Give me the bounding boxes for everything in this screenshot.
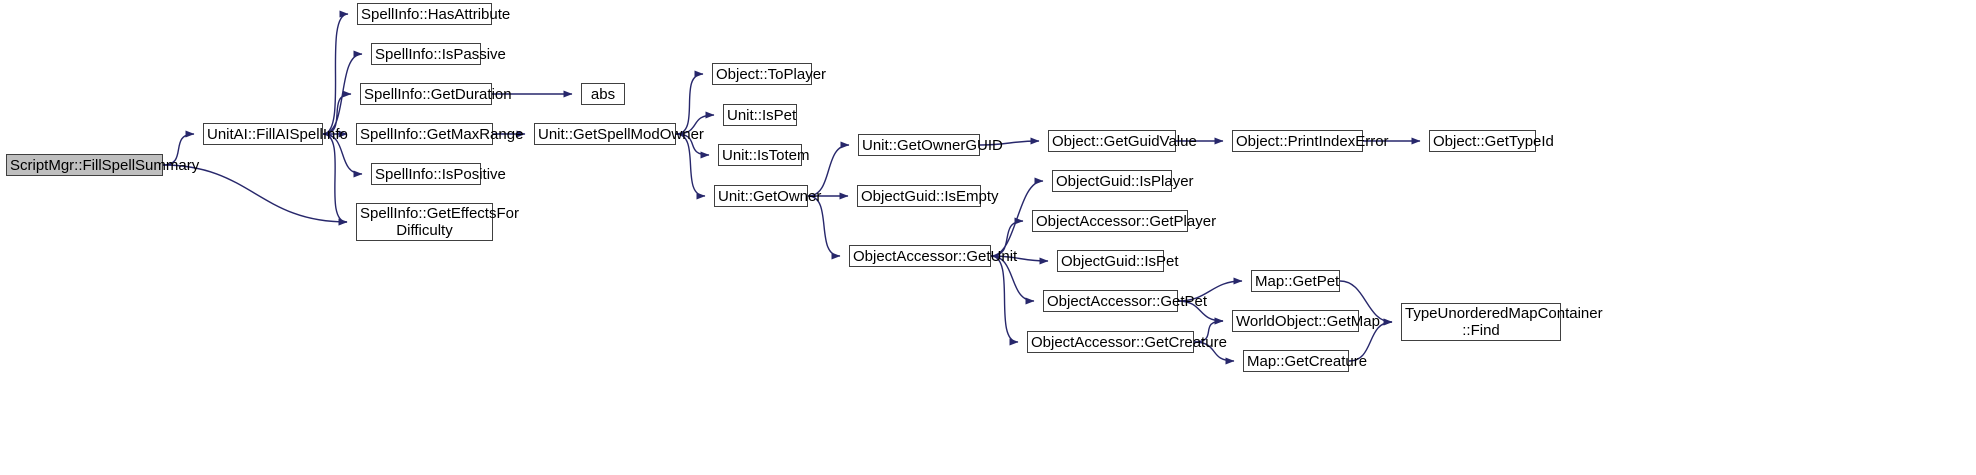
graph-node-label: Map::GetCreature	[1247, 352, 1368, 370]
graph-node-unitai-fillaispellinfo[interactable]: UnitAI::FillAISpellInfo	[203, 123, 348, 145]
graph-node-spellinfo-ispassive[interactable]: SpellInfo::IsPassive	[371, 43, 506, 65]
graph-node-label: Object::GetTypeId	[1433, 132, 1554, 150]
graph-node-objectguid-ispet[interactable]: ObjectGuid::IsPet	[1057, 250, 1179, 272]
graph-node-worldobject-getmap[interactable]: WorldObject::GetMap	[1232, 310, 1380, 332]
graph-node-label: Object::ToPlayer	[716, 65, 827, 83]
graph-node-label: SpellInfo::GetEffectsFor Difficulty	[360, 205, 519, 239]
graph-node-label: ObjectAccessor::GetCreature	[1031, 333, 1227, 351]
graph-edge-n1-to-n7	[322, 133, 348, 226]
graph-node-spellinfo-hasattribute[interactable]: SpellInfo::HasAttribute	[357, 3, 511, 25]
graph-node-spellinfo-geteffectsfor-difficulty[interactable]: SpellInfo::GetEffectsFor Difficulty	[356, 203, 519, 241]
graph-node-objectaccessor-getpet[interactable]: ObjectAccessor::GetPet	[1043, 290, 1208, 312]
graph-node-unit-ispet[interactable]: Unit::IsPet	[723, 104, 797, 126]
graph-node-label: SpellInfo::GetDuration	[364, 85, 512, 103]
graph-node-label: Object::PrintIndexError	[1236, 132, 1389, 150]
graph-node-objectaccessor-getcreature[interactable]: ObjectAccessor::GetCreature	[1027, 331, 1227, 353]
graph-node-label: Unit::GetOwnerGUID	[862, 136, 1003, 154]
graph-node-map-getpet[interactable]: Map::GetPet	[1251, 270, 1340, 292]
graph-edge-n13-to-n16	[807, 195, 841, 260]
graph-node-label: SpellInfo::IsPassive	[375, 45, 506, 63]
graph-node-unit-getspellmodowner[interactable]: Unit::GetSpellModOwner	[534, 123, 704, 145]
graph-node-scriptmgr-fillspellsummary[interactable]: ScriptMgr::FillSpellSummary	[6, 154, 200, 176]
graph-node-label: Map::GetPet	[1255, 272, 1340, 290]
graph-node-label: ObjectGuid::IsPet	[1061, 252, 1179, 270]
graph-node-spellinfo-getduration[interactable]: SpellInfo::GetDuration	[360, 83, 512, 105]
graph-node-label: TypeUnorderedMapContainer ::Find	[1405, 305, 1603, 339]
graph-node-unit-getownerguid[interactable]: Unit::GetOwnerGUID	[858, 134, 1003, 156]
graph-node-label: ObjectAccessor::GetPlayer	[1036, 212, 1217, 230]
graph-edge-n0-to-n7	[162, 164, 348, 226]
graph-node-object-printindexerror[interactable]: Object::PrintIndexError	[1232, 130, 1389, 152]
graph-node-object-gettypeid[interactable]: Object::GetTypeId	[1429, 130, 1554, 152]
graph-node-object-getguidvalue[interactable]: Object::GetGuidValue	[1048, 130, 1197, 152]
graph-node-unit-istotem[interactable]: Unit::IsTotem	[718, 144, 810, 166]
graph-node-label: abs	[590, 85, 616, 103]
graph-node-objectguid-isempty[interactable]: ObjectGuid::IsEmpty	[857, 185, 999, 207]
graph-node-label: ObjectGuid::IsEmpty	[861, 187, 999, 205]
graph-edge-n9-to-n10	[675, 70, 704, 135]
graph-node-label: SpellInfo::HasAttribute	[361, 5, 511, 23]
graph-node-label: ObjectAccessor::GetPet	[1047, 292, 1208, 310]
graph-node-objectguid-isplayer[interactable]: ObjectGuid::IsPlayer	[1052, 170, 1194, 192]
graph-node-label: SpellInfo::GetMaxRange	[360, 125, 524, 143]
graph-node-abs[interactable]: abs	[581, 83, 625, 105]
graph-node-label: UnitAI::FillAISpellInfo	[207, 125, 348, 143]
graph-node-map-getcreature[interactable]: Map::GetCreature	[1243, 350, 1368, 372]
graph-node-label: Unit::IsTotem	[722, 146, 810, 164]
graph-node-objectaccessor-getplayer[interactable]: ObjectAccessor::GetPlayer	[1032, 210, 1217, 232]
graph-node-label: Object::GetGuidValue	[1052, 132, 1197, 150]
graph-node-label: SpellInfo::IsPositive	[375, 165, 506, 183]
graph-edge-n1-to-n2	[322, 10, 349, 135]
graph-node-label: Unit::GetOwner	[718, 187, 822, 205]
graph-node-label: Unit::GetSpellModOwner	[538, 125, 704, 143]
graph-node-spellinfo-ispositive[interactable]: SpellInfo::IsPositive	[371, 163, 506, 185]
graph-edge-n16-to-n24	[990, 255, 1019, 346]
graph-node-typeunorderedmapcontainer-find[interactable]: TypeUnorderedMapContainer ::Find	[1401, 303, 1603, 341]
graph-edge-n9-to-n13	[675, 133, 706, 200]
graph-node-label: WorldObject::GetMap	[1236, 312, 1380, 330]
graph-node-spellinfo-getmaxrange[interactable]: SpellInfo::GetMaxRange	[356, 123, 524, 145]
graph-node-label: ObjectAccessor::GetUnit	[853, 247, 1018, 265]
graph-node-label: ObjectGuid::IsPlayer	[1056, 172, 1194, 190]
graph-node-label: ScriptMgr::FillSpellSummary	[10, 156, 200, 174]
graph-node-object-toplayer[interactable]: Object::ToPlayer	[712, 63, 827, 85]
graph-node-objectaccessor-getunit[interactable]: ObjectAccessor::GetUnit	[849, 245, 1018, 267]
graph-edge-n1-to-n3	[322, 50, 363, 135]
graph-node-unit-getowner[interactable]: Unit::GetOwner	[714, 185, 822, 207]
graph-node-label: Unit::IsPet	[727, 106, 797, 124]
